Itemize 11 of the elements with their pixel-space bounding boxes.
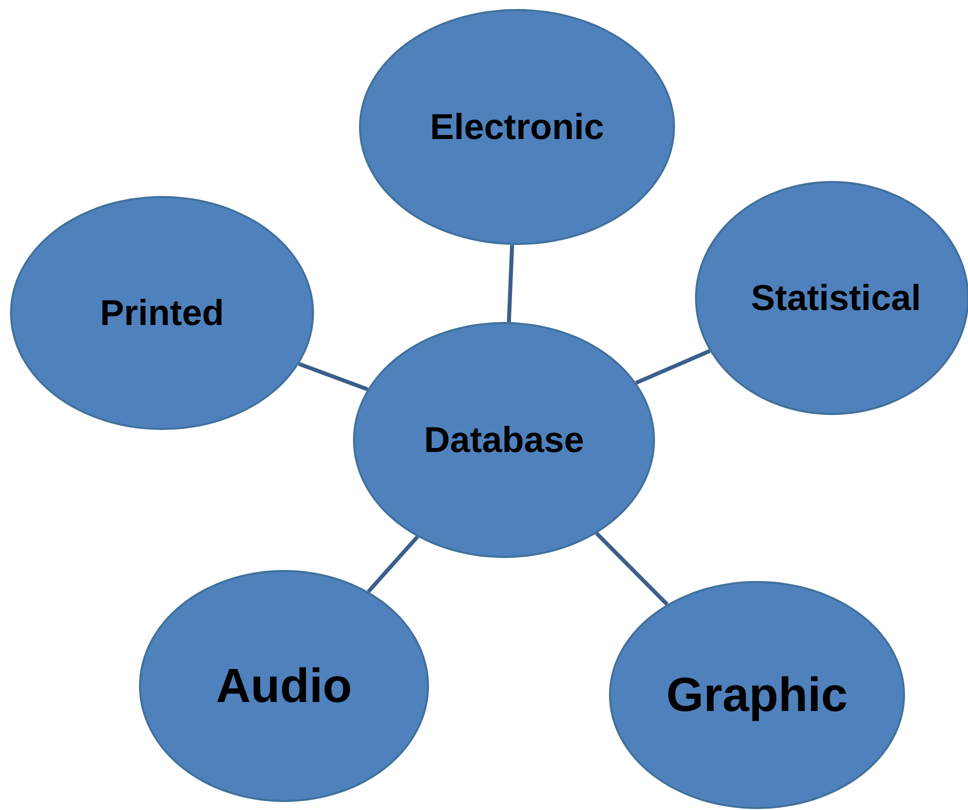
node-label: Graphic: [666, 668, 848, 722]
connector-line: [635, 349, 711, 385]
connector-line: [298, 362, 368, 392]
connector-line: [595, 532, 669, 606]
node-label: Audio: [216, 658, 352, 714]
node-label: Database: [424, 419, 584, 461]
connector-line: [366, 535, 419, 593]
node-label: Statistical: [750, 277, 922, 319]
connector-line: [506, 244, 514, 322]
node-label: Electronic: [430, 106, 604, 148]
node-label: Printed: [100, 292, 224, 334]
